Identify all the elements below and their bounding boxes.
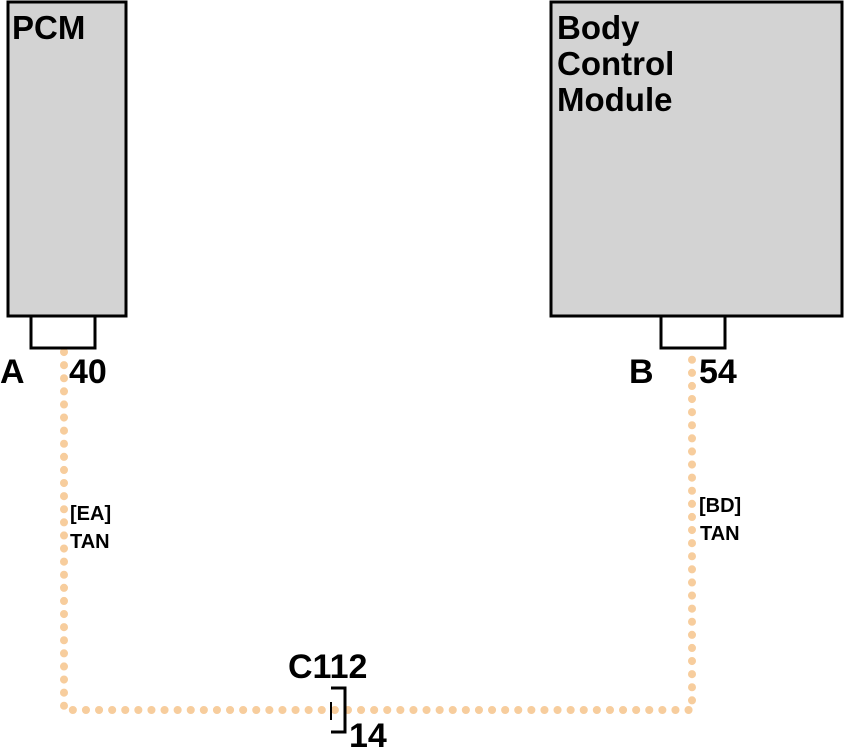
bcm-wire-color: TAN	[700, 523, 740, 545]
pcm-connector-label: A	[0, 353, 25, 391]
pcm-connector	[29, 314, 97, 350]
bcm-title-line-3: Module	[557, 81, 672, 118]
bcm-pin-number: 54	[699, 353, 737, 391]
pcm-pin-number: 40	[69, 353, 107, 391]
pcm-title: PCM	[12, 9, 85, 46]
bcm-module	[549, 0, 844, 318]
bcm-title-line-2: Control	[557, 45, 674, 82]
wire-pcm-to-bcm	[60, 348, 696, 714]
pcm-wire-color: TAN	[70, 531, 110, 553]
bcm-connector-label: B	[629, 353, 654, 391]
pcm-wire-code: [EA]	[70, 503, 111, 525]
bcm-wire-code: [BD]	[699, 495, 741, 517]
bcm-connector	[659, 314, 727, 350]
pcm-module	[6, 0, 128, 318]
bcm-title-line-1: Body	[557, 9, 640, 46]
splice-pin-number: 14	[349, 717, 387, 749]
splice-connector-symbol	[331, 686, 347, 734]
splice-name: C112	[288, 648, 367, 686]
